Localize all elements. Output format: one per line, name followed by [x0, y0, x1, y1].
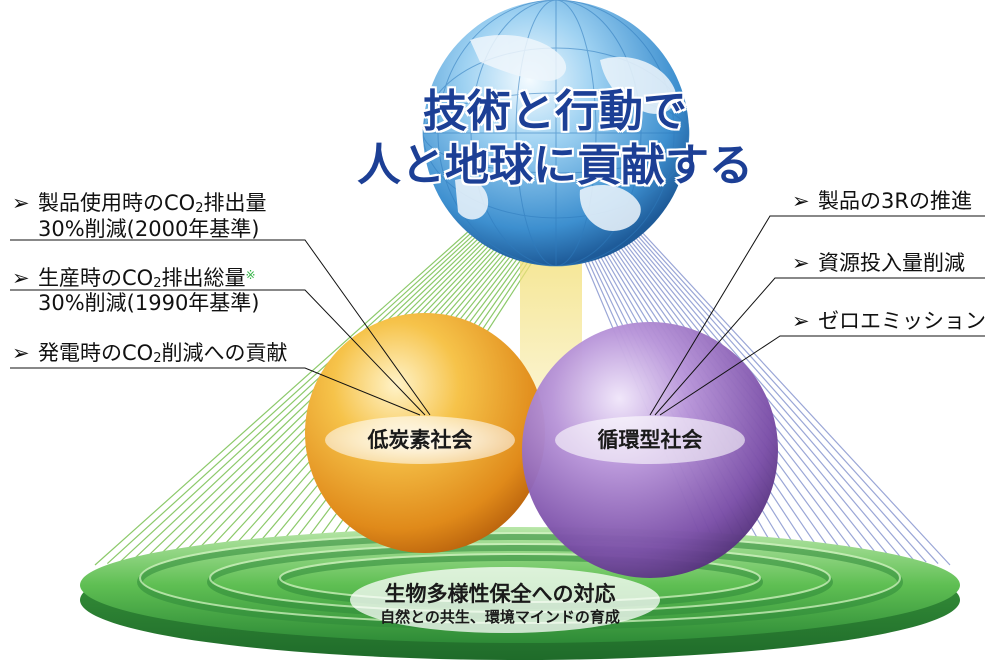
- fan-line-right: [633, 231, 927, 563]
- leader-lines-right: [649, 215, 985, 416]
- arrow-icon: ➢: [792, 189, 810, 213]
- low-carbon-society-label: 低炭素社会: [367, 428, 473, 452]
- title-line-2: 人と地球に貢献する: [357, 140, 753, 191]
- right-item-1: ➢製品の3Rの推進: [792, 189, 972, 213]
- recycling-society-label: 循環型社会: [597, 428, 703, 452]
- title-line-1: 技術と行動で: [423, 86, 687, 137]
- globe-land: [455, 35, 676, 231]
- right-item-3: ➢ゼロエミッション: [792, 309, 986, 333]
- right-label-bg: [555, 416, 745, 464]
- left-item-3: ➢発電時のCO2削減への貢献: [12, 341, 288, 366]
- arrow-icon: ➢: [12, 191, 30, 215]
- arrow-icon: ➢: [12, 341, 30, 365]
- fan-line-left: [131, 232, 481, 562]
- left-label-bg: [325, 416, 515, 464]
- globe-grid: [422, 0, 690, 267]
- fan-line-right: [636, 230, 939, 564]
- fan-line-right: [630, 232, 915, 562]
- left-item-1: ➢製品使用時のCO2排出量: [12, 191, 267, 216]
- fan-line-left: [119, 231, 478, 563]
- leader-lines-left: [10, 239, 431, 416]
- arrow-icon: ➢: [12, 266, 30, 290]
- fan-line-right: [639, 229, 951, 566]
- fan-line-left: [106, 230, 474, 565]
- arrow-icon: ➢: [792, 309, 810, 333]
- left-item-1-detail: 30%削減(2000年基準): [38, 217, 260, 241]
- left-item-2: ➢生産時のCO2排出総量※: [12, 266, 256, 291]
- fan-line-left: [94, 229, 471, 566]
- biodiversity-sublabel: 自然との共生、環境マインドの育成: [380, 608, 620, 626]
- biodiversity-label: 生物多様性保全への対応: [384, 582, 616, 606]
- platform-label-bg: [350, 567, 660, 633]
- right-item-2: ➢資源投入量削減: [792, 251, 965, 275]
- asterisk-mark: ※: [245, 268, 256, 282]
- arrow-icon: ➢: [792, 251, 810, 275]
- left-item-2-detail: 30%削減(1990年基準): [38, 291, 260, 315]
